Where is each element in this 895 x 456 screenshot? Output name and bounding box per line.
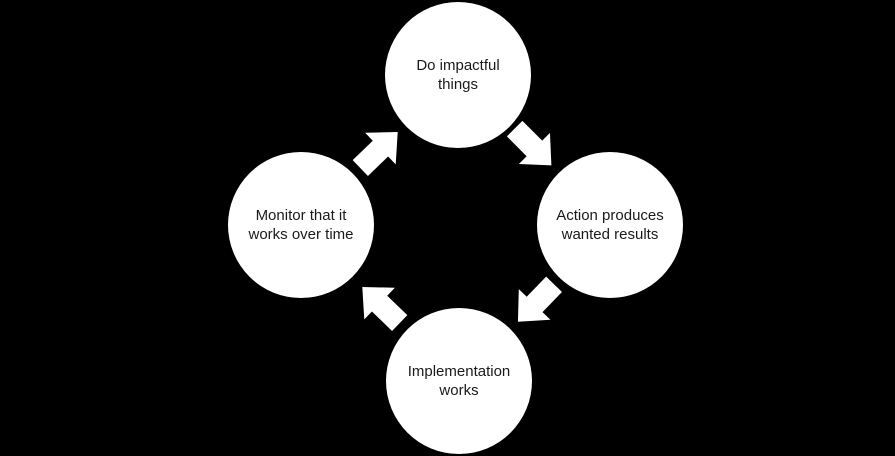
arrow-icon-right-to-bottom xyxy=(499,266,572,340)
cycle-node-monitor-that-it-works-over-time: Monitor that it works over time xyxy=(228,152,374,298)
node-label: Do impactful things xyxy=(416,57,500,93)
cycle-node-action-produces-wanted-results: Action produces wanted results xyxy=(537,152,683,298)
arrow-icon-left-to-top xyxy=(342,113,416,186)
cycle-node-do-impactful-things: Do impactful things xyxy=(385,2,531,148)
block-arrow-shape xyxy=(352,131,398,176)
block-arrow-shape xyxy=(517,276,562,322)
node-label: Action produces wanted results xyxy=(556,207,664,243)
cycle-node-implementation-works: Implementation works xyxy=(386,308,532,454)
node-label: Implementation works xyxy=(407,363,511,399)
arrow-icon-bottom-to-left xyxy=(344,268,418,341)
node-label: Monitor that it works over time xyxy=(248,207,354,243)
block-arrow-shape xyxy=(362,286,408,331)
arrow-icon-top-to-right xyxy=(496,110,570,184)
block-arrow-shape xyxy=(506,120,552,166)
